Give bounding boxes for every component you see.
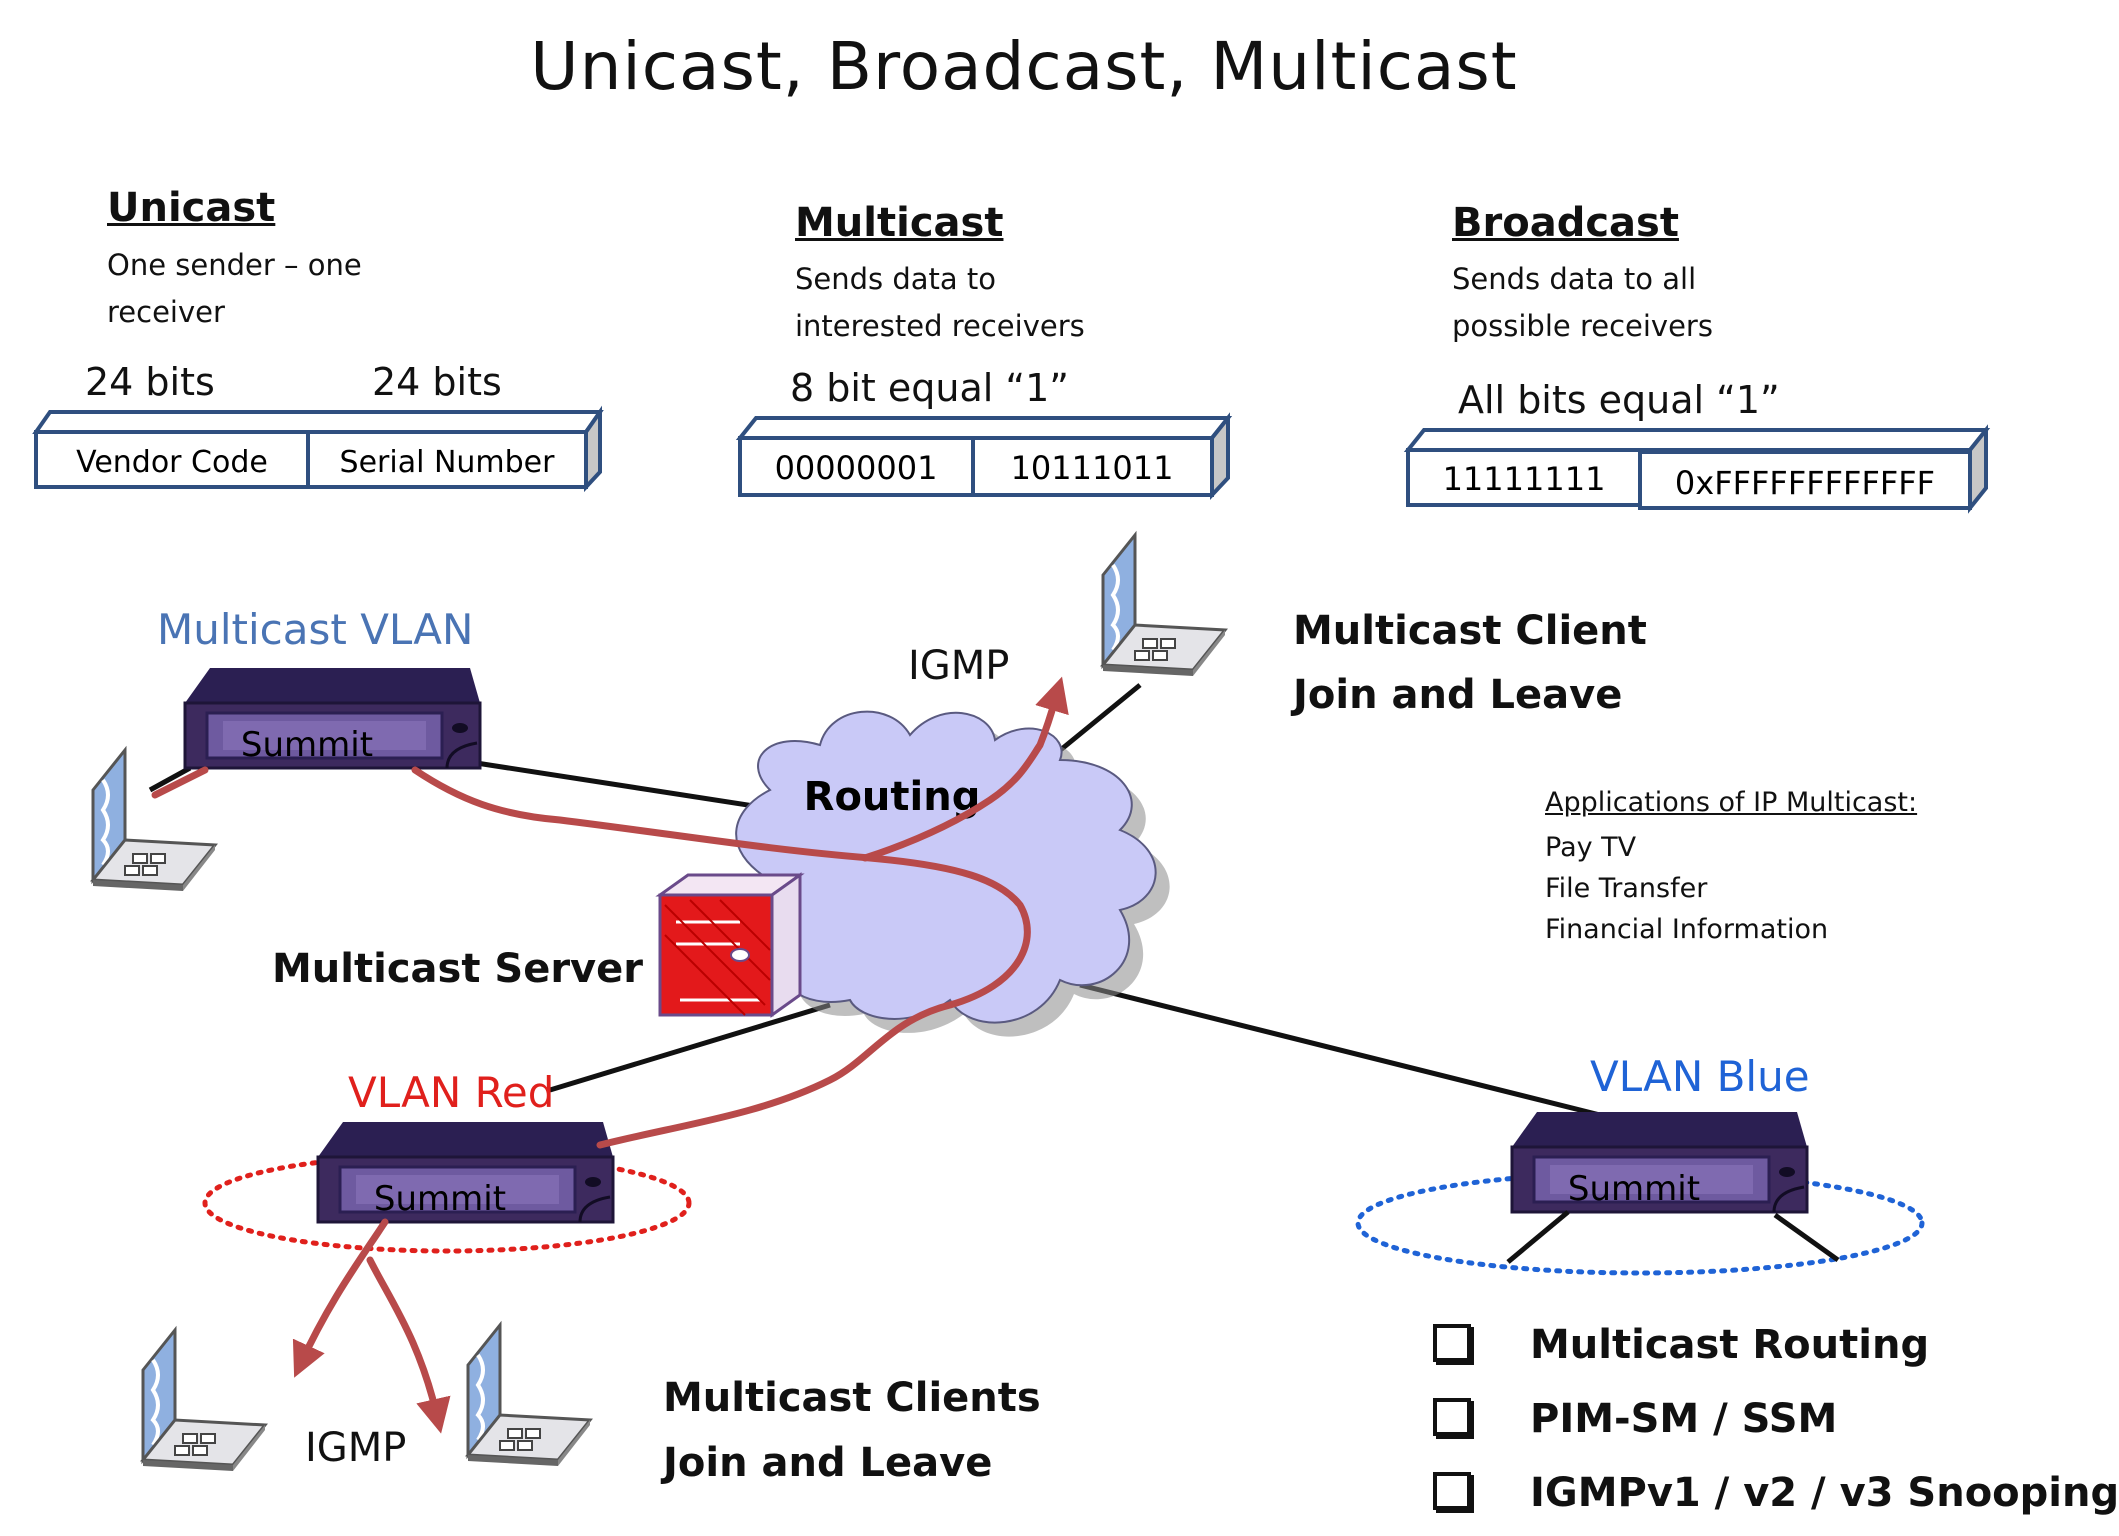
multicast-traffic-paths (151, 676, 1069, 1434)
igmp-bottom-label: IGMP (305, 1425, 407, 1471)
application-item: File Transfer (1545, 873, 1708, 904)
broadcast-field-left: 11111111 (1443, 460, 1606, 498)
switch-label-red: Summit (374, 1179, 506, 1219)
unicast-field-right: Serial Number (340, 445, 556, 480)
link-left-laptop (148, 765, 192, 793)
multicast-bits-label: 8 bit equal “1” (790, 366, 1069, 410)
unicast-address-frame: Vendor Code Serial Number (32, 405, 604, 493)
switch-label-top: Summit (241, 725, 373, 765)
multicast-vlan-label: Multicast VLAN (157, 605, 474, 654)
link-vlan-blue (1079, 982, 1601, 1118)
laptop-bottom-left-icon (141, 1328, 267, 1473)
path-to-top-client (861, 676, 1069, 862)
checkbox-icon (1433, 1324, 1471, 1362)
unicast-bits-left: 24 bits (85, 360, 215, 404)
broadcast-address-frame: 11111111 0xFFFFFFFFFFFF (1403, 424, 1991, 514)
multicast-field-left: 00000001 (775, 449, 938, 487)
multicast-desc-line2: interested receivers (795, 309, 1085, 343)
multicast-server-icon (655, 872, 805, 1018)
broadcast-bits-label: All bits equal “1” (1458, 378, 1780, 422)
checkbox-icon (1433, 1472, 1471, 1510)
laptop-top-client-icon (1101, 533, 1227, 678)
path-to-bottom-right (366, 1256, 451, 1434)
link-blue-left (1506, 1210, 1570, 1264)
multicast-desc-line1: Sends data to (795, 262, 997, 296)
unicast-desc-line2: receiver (107, 295, 225, 329)
switch-label-blue: Summit (1568, 1169, 1700, 1209)
routing-label: Routing (804, 774, 981, 820)
path-to-left-laptop (151, 766, 209, 799)
clients-bottom-line1: Multicast Clients (663, 1375, 1041, 1421)
switch-vlan-blue: Summit (1510, 1110, 1809, 1214)
vlan-blue-label: VLAN Blue (1590, 1052, 1810, 1101)
link-vlan-red (549, 1002, 831, 1093)
link-multicast-vlan (469, 759, 781, 813)
unicast-field-left: Vendor Code (76, 445, 268, 480)
multicast-server-label: Multicast Server (272, 946, 643, 992)
feature-item: PIM-SM / SSM (1530, 1396, 1838, 1442)
link-top-client (1056, 683, 1142, 754)
checkbox-icon (1433, 1398, 1471, 1436)
application-item: Financial Information (1545, 914, 1829, 945)
broadcast-desc-line1: Sends data to all (1452, 262, 1697, 296)
broadcast-desc-line2: possible receivers (1452, 309, 1713, 343)
applications-heading: Applications of IP Multicast: (1545, 787, 1918, 818)
laptop-bottom-right-icon (466, 1323, 592, 1468)
path-to-bottom-left (292, 1218, 389, 1378)
unicast-bits-right: 24 bits (372, 360, 502, 404)
client-top-line2: Join and Leave (1293, 672, 1623, 718)
multicast-address-frame: 00000001 10111011 (735, 412, 1233, 501)
broadcast-heading: Broadcast (1452, 200, 1679, 246)
feature-item: Multicast Routing (1530, 1322, 1930, 1368)
broadcast-field-right: 0xFFFFFFFFFFFF (1675, 464, 1935, 502)
network-diagram: Vendor Code Serial Number 00000001 10111… (32, 405, 1991, 1473)
unicast-desc-line1: One sender – one (107, 248, 362, 282)
link-blue-right (1773, 1212, 1840, 1263)
multicast-heading: Multicast (795, 200, 1004, 246)
unicast-heading: Unicast (107, 185, 276, 231)
switch-multicast-vlan: Summit (183, 666, 482, 770)
switch-vlan-red: Summit (316, 1120, 615, 1224)
feature-item: IGMPv1 / v2 / v3 Snooping (1530, 1470, 2119, 1516)
clients-bottom-line2: Join and Leave (663, 1440, 993, 1486)
path-server-to-red (411, 766, 1031, 1149)
multicast-field-right: 10111011 (1011, 449, 1174, 487)
application-item: Pay TV (1545, 832, 1637, 863)
client-top-line1: Multicast Client (1293, 608, 1647, 654)
vlan-red-label: VLAN Red (348, 1068, 555, 1117)
igmp-top-label: IGMP (908, 643, 1010, 689)
diagram-title: Unicast, Broadcast, Multicast (530, 28, 1518, 105)
